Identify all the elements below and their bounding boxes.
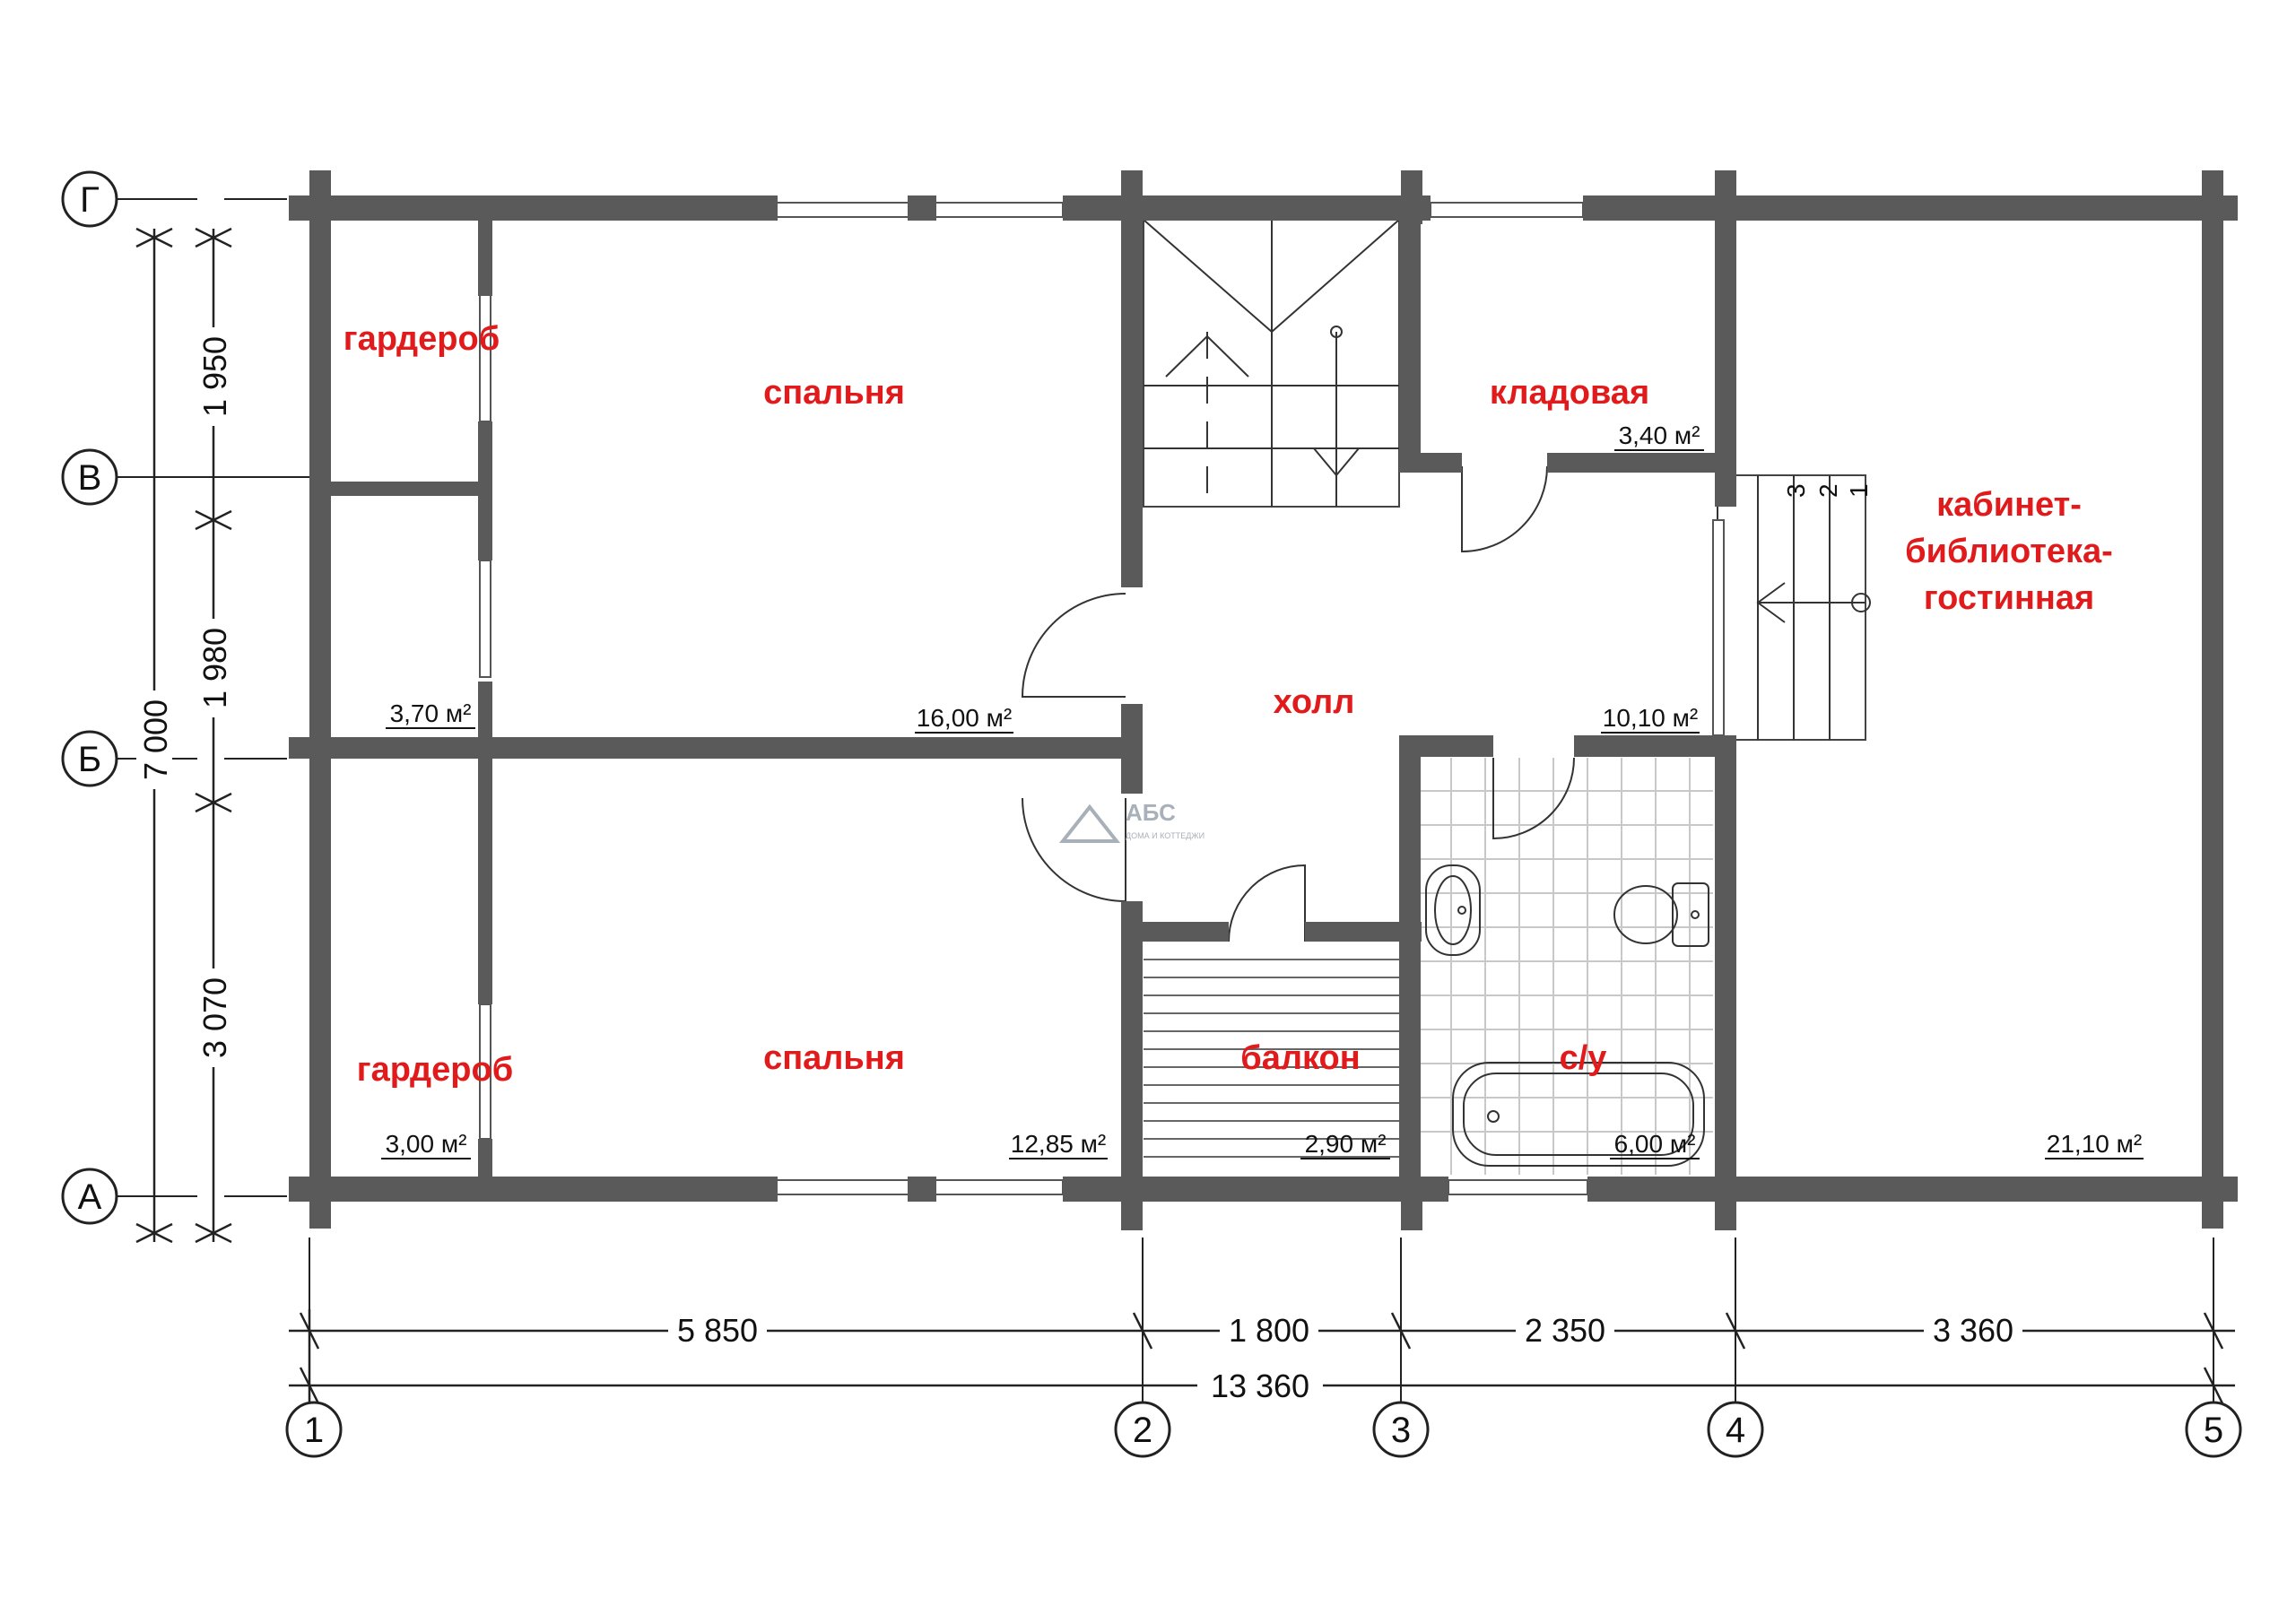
axis-label: 4: [1726, 1411, 1745, 1450]
area-bedroom-top: 16,00 м²: [917, 704, 1012, 732]
axis-label: Г: [80, 180, 100, 220]
area-wardrobe-top: 3,70 м²: [390, 699, 472, 727]
axis-marker-col-5: [2185, 1401, 2242, 1458]
axis-marker-row-b: [61, 730, 118, 787]
area-labels: 3,70 м² 16,00 м² 3,40 м² 21,10 м² 10,10 …: [386, 421, 2143, 1158]
axis-label: В: [78, 458, 102, 498]
main-staircase: [1143, 219, 1400, 508]
dimension-vertical-2: 1 980: [196, 628, 233, 708]
area-bedroom-bottom: 12,85 м²: [1011, 1130, 1106, 1158]
axis-label: Б: [78, 740, 101, 779]
area-wardrobe-bottom: 3,00 м²: [386, 1130, 467, 1158]
dimension-horizontal-1: 5 850: [677, 1312, 758, 1349]
logo-tagline: ДОМА И КОТТЕДЖИ: [1126, 831, 1205, 840]
stair-step-numbers: 3 2 1: [1782, 483, 1873, 498]
room-labels: гардероб спальня кладовая кабинет- библи…: [344, 320, 2113, 1089]
area-bathroom: 6,00 м²: [1614, 1130, 1696, 1158]
room-name-hall: холл: [1274, 683, 1355, 721]
logo-icon: [1058, 803, 1121, 843]
axis-marker-col-3: [1372, 1401, 1430, 1458]
stair-number: 3: [1782, 483, 1810, 498]
stair-number: 1: [1845, 483, 1873, 498]
windows: [479, 202, 1725, 1195]
stair-number: 2: [1814, 483, 1842, 498]
axis-marker-row-g: [61, 170, 118, 228]
axis-marker-row-a: [61, 1168, 118, 1225]
axis-label: 3: [1391, 1411, 1411, 1450]
room-name-storage: кладовая: [1490, 374, 1649, 412]
axis-label: А: [78, 1177, 102, 1217]
room-name-bedroom-top: спальня: [763, 374, 905, 412]
dimension-horizontal-3: 2 350: [1525, 1312, 1605, 1349]
axis-marker-col-2: [1114, 1401, 1171, 1458]
room-name-wardrobe-top: гардероб: [344, 320, 500, 358]
horizontal-dimensions: 5 850 1 800 2 350 3 360 13 360: [289, 1309, 2235, 1404]
walls: [289, 170, 2238, 1230]
axis-marker-col-4: [1707, 1401, 1764, 1458]
room-name-bathroom: с/у: [1560, 1039, 1607, 1077]
dimension-vertical-3: 3 070: [196, 977, 233, 1058]
dimension-horizontal-4: 3 360: [1933, 1312, 2013, 1349]
company-logo: АБС ДОМА И КОТТЕДЖИ: [1058, 799, 1205, 843]
axis-label: 2: [1133, 1411, 1152, 1450]
area-study: 21,10 м²: [2047, 1130, 2142, 1158]
axis-label: 5: [2204, 1411, 2223, 1450]
axis-label: 1: [304, 1411, 324, 1450]
vertical-dimensions: 7 000 1 950 1 980 3 070: [135, 227, 233, 1244]
room-name-study-line1: кабинет-: [1936, 486, 2082, 524]
dimension-vertical-1: 1 950: [196, 336, 233, 417]
room-name-study-line2: библиотека-: [1905, 533, 2113, 570]
door-swings: [1021, 465, 1575, 942]
axis-marker-row-v: [61, 448, 118, 506]
axis-marker-col-1: [285, 1401, 343, 1458]
balcony-deck: [1144, 959, 1399, 1158]
area-storage: 3,40 м²: [1619, 421, 1700, 449]
dimension-total-vertical: 7 000: [137, 699, 174, 780]
room-name-wardrobe-bottom: гардероб: [357, 1051, 513, 1089]
row-axis-markers: Г В Б А: [61, 170, 118, 1225]
sink: [1425, 864, 1481, 956]
dimension-total-horizontal: 13 360: [1211, 1368, 1309, 1404]
logo-name: АБС: [1126, 799, 1176, 826]
column-axis-markers: 1 2 3 4 5: [285, 1401, 2242, 1458]
room-name-bedroom-bottom: спальня: [763, 1039, 905, 1077]
room-name-balcony: балкон: [1240, 1039, 1360, 1077]
dimension-horizontal-2: 1 800: [1229, 1312, 1309, 1349]
room-name-study-line3: гостинная: [1924, 579, 2094, 617]
bathroom-fixtures: [1425, 864, 1709, 1167]
toilet: [1672, 882, 1709, 947]
area-hall: 10,10 м²: [1603, 704, 1698, 732]
area-balcony: 2,90 м²: [1305, 1130, 1387, 1158]
area-underlines: [381, 449, 2144, 1159]
bathtub: [1452, 1062, 1705, 1167]
bathroom-tiles: [1416, 758, 1713, 1175]
side-staircase: [1717, 474, 1871, 741]
